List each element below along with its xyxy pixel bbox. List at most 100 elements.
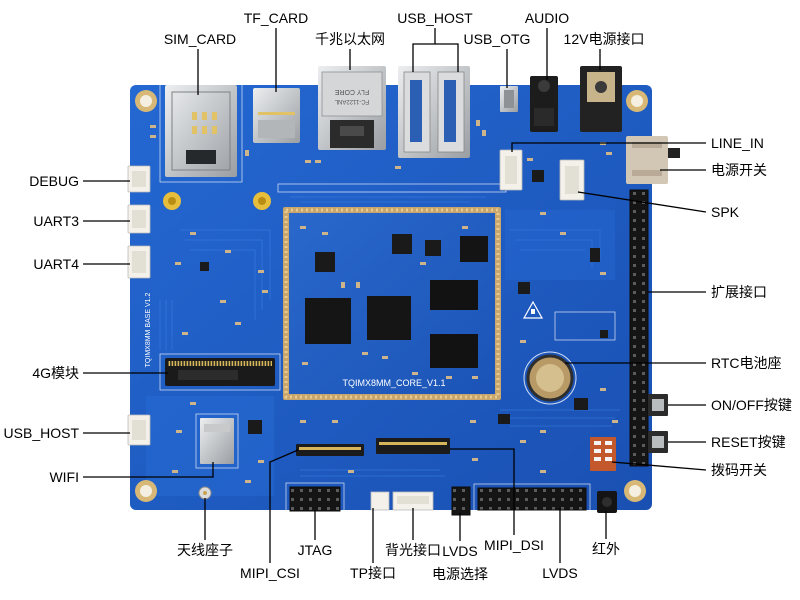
label-audio: AUDIO <box>524 10 570 26</box>
callout-line-usb-host-top-branch <box>412 43 459 72</box>
reset-button <box>648 431 668 453</box>
smd-component <box>258 460 264 463</box>
silkscreen-outlines <box>159 81 616 516</box>
smd-component <box>600 272 606 275</box>
uart3-connector <box>127 204 151 234</box>
small-chip <box>392 234 412 254</box>
label-uart3: UART3 <box>33 213 79 229</box>
smd-component <box>305 160 311 163</box>
smd-component <box>574 398 588 410</box>
usb-host-ports <box>398 66 470 158</box>
smd-component <box>245 480 251 483</box>
label-backlight: 背光接口 <box>385 542 441 558</box>
label-mipi-dsi: MIPI_DSI <box>484 537 544 553</box>
label-tp: TP接口 <box>350 565 396 581</box>
smd-component <box>382 356 388 359</box>
smd-component <box>420 262 426 265</box>
ethernet-brand-text: FLY CORE <box>334 88 369 95</box>
smd-component <box>332 420 338 423</box>
smd-component <box>520 440 526 443</box>
ethernet-port: FLY CORE FC-1122ANL <box>318 66 386 150</box>
smd-component <box>462 226 468 229</box>
label-ethernet: 千兆以太网 <box>315 31 385 47</box>
smd-component <box>540 430 546 433</box>
rtc-battery-holder <box>523 351 577 405</box>
callout-line-dip-switch <box>611 461 707 471</box>
on-off-button <box>648 394 668 416</box>
debug-connector <box>127 165 151 193</box>
label-jtag: JTAG <box>297 542 333 558</box>
smd-component <box>482 130 486 136</box>
core-module: TQIMX8MM_CORE_V1.1 <box>283 207 501 400</box>
standoff <box>163 192 181 210</box>
mipi-csi-connector <box>296 444 364 456</box>
smd-components <box>150 120 618 483</box>
ethernet-model-text: FC-1122ANL <box>334 98 369 104</box>
smd-component <box>200 262 209 271</box>
label-line-in: LINE_IN <box>711 135 764 151</box>
cpu-chip <box>305 298 351 344</box>
smd-component <box>150 125 156 128</box>
smd-component <box>395 166 401 169</box>
uart4-connector <box>127 245 151 279</box>
smd-component <box>235 322 241 325</box>
callout-lines <box>83 28 707 563</box>
smd-component <box>322 232 328 235</box>
power-switch <box>626 136 680 184</box>
small-chip <box>425 240 441 256</box>
smd-component <box>300 420 306 423</box>
label-uart4: UART4 <box>33 256 79 272</box>
label-sim-card: SIM_CARD <box>163 31 237 47</box>
emmc-chip <box>460 236 488 262</box>
ground-fill <box>505 210 615 280</box>
lvds-header <box>477 487 587 511</box>
4g-module-slot <box>165 358 275 386</box>
pcb-traces <box>159 191 620 477</box>
power-jack-12v <box>580 66 622 132</box>
smd-component <box>220 300 226 303</box>
label-mipi-csi: MIPI_CSI <box>240 565 300 581</box>
smd-component <box>600 330 608 338</box>
tf-card-slot <box>253 88 300 143</box>
label-lvds-power-select-line1: LVDS <box>442 543 478 559</box>
smd-component <box>300 226 306 229</box>
mipi-dsi-connector <box>376 438 450 454</box>
label-debug: DEBUG <box>29 173 79 189</box>
smd-component <box>356 282 360 288</box>
speaker-connector <box>559 159 585 201</box>
smd-component <box>612 420 618 423</box>
label-wifi: WIFI <box>49 469 79 485</box>
smd-component <box>600 388 606 391</box>
label-rtc-battery: RTC电池座 <box>711 355 782 371</box>
jtag-header <box>289 486 341 512</box>
label-lvds-power-select-line2: 电源选择 <box>432 566 488 582</box>
callout-line-spk <box>577 191 707 213</box>
smd-component <box>225 250 231 253</box>
label-usb-host-left: USB_HOST <box>3 425 79 441</box>
smd-component <box>590 248 600 262</box>
label-antenna: 天线座子 <box>177 542 233 558</box>
tp-connector <box>370 491 390 511</box>
smd-component <box>190 232 196 235</box>
ddr-chip <box>430 280 478 310</box>
smd-component <box>190 402 196 405</box>
infrared-receiver <box>597 491 617 513</box>
label-reset: RESET按键 <box>711 434 786 450</box>
usb-host-left-connector <box>127 414 151 446</box>
callout-line-mipi-csi <box>269 449 299 563</box>
smd-component <box>527 158 533 161</box>
antenna-connector <box>198 486 212 500</box>
label-expansion: 扩展接口 <box>711 284 767 300</box>
backlight-connector <box>392 491 434 511</box>
usb-otg-port <box>500 86 518 112</box>
label-infrared: 红外 <box>592 541 620 557</box>
smd-component <box>348 470 354 473</box>
audio-jack <box>530 76 558 132</box>
smd-component <box>176 430 182 433</box>
smd-component <box>606 152 612 155</box>
dip-switch <box>590 437 616 471</box>
core-module-label: TQIMX8MM_CORE_V1.1 <box>342 378 445 388</box>
smd-component <box>315 160 321 163</box>
sim-card-slot <box>165 85 237 177</box>
